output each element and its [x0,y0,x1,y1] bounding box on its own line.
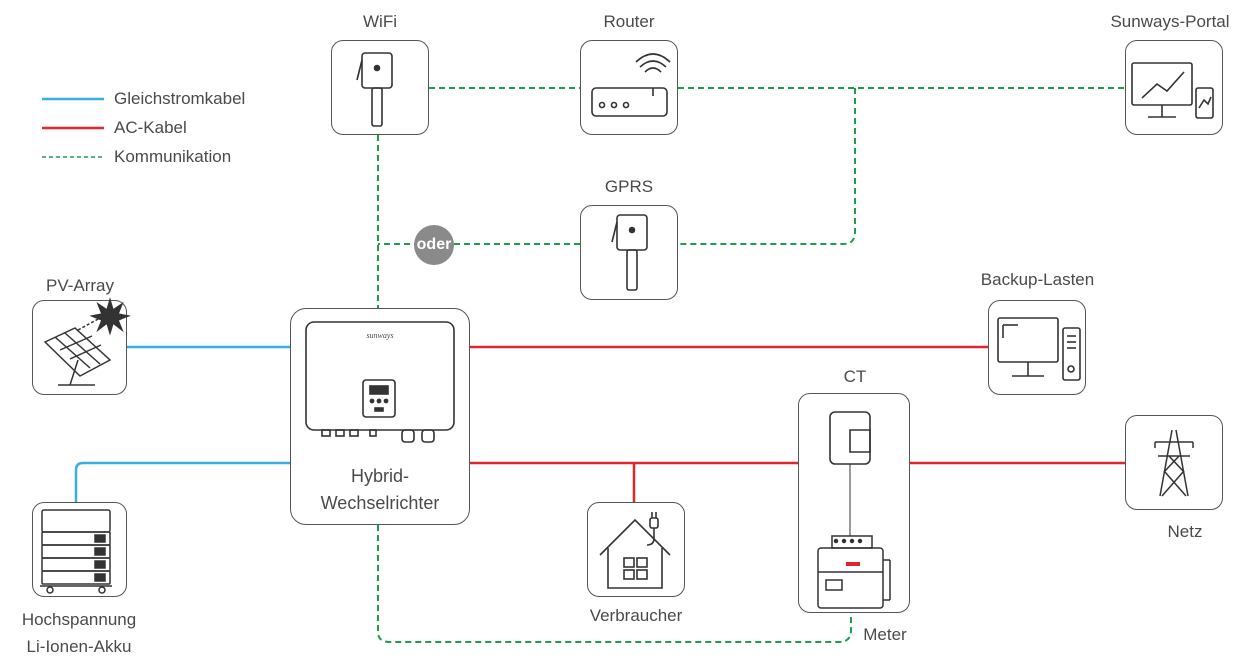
dc-lines [74,345,290,502]
router-label: Router [603,12,655,31]
pv-array-label: PV-Array [45,276,115,295]
battery-label-line2: Li-Ionen-Akku [26,637,132,656]
grid-box [1125,415,1223,510]
battery-label-line1: Hochspannung [21,610,137,629]
legend-dc-label: Gleichstromkabel [114,89,246,108]
backup-box [988,300,1086,395]
router-box [580,40,678,135]
portal-label: Sunways-Portal [1110,12,1230,31]
pv-array-box [32,300,127,395]
ac-lines [470,345,1125,502]
consumer-label: Verbraucher [589,606,683,625]
ct-meter-box [798,393,910,613]
inverter-label-line1: Hybrid- [350,466,409,486]
inverter-brand: sunways [366,331,394,340]
or-badge: oder [414,225,454,265]
wifi-box [331,40,429,135]
comm-lines [377,87,1125,643]
grid-label: Netz [1167,522,1203,541]
portal-box [1125,40,1223,135]
battery-box [32,502,127,597]
backup-label: Backup-Lasten [980,270,1095,289]
inverter-label-line2: Wechselrichter [320,493,440,513]
consumer-box [587,502,685,597]
gprs-label: GPRS [604,177,654,196]
legend-comm-label: Kommunikation [114,147,232,166]
meter-label: Meter [863,625,907,644]
wifi-label: WiFi [363,12,397,31]
gprs-box [580,205,678,300]
legend-ac-label: AC-Kabel [114,118,187,137]
ct-label: CT [843,367,867,386]
